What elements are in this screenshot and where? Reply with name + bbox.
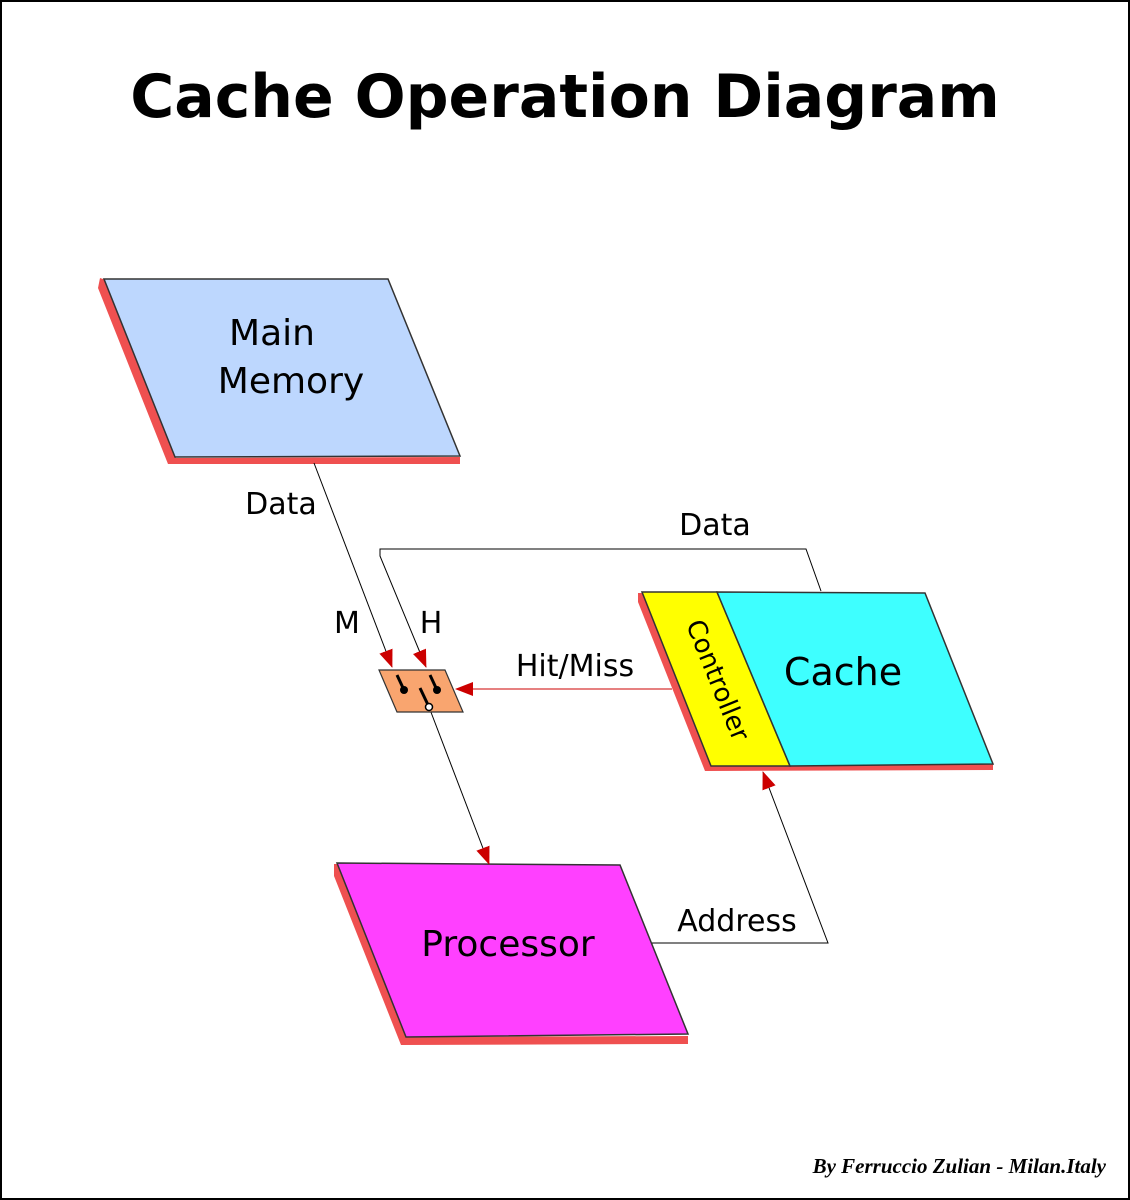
main-memory-label-line1: Main [229,313,315,354]
switch-block [378,669,464,713]
cache-face [715,591,995,767]
cache-block: Controller Cache [638,591,995,771]
switch-output-terminal [424,702,434,712]
cache-label: Cache [784,650,902,694]
main-memory-face [102,278,462,458]
processor-label: Processor [421,924,595,965]
memory-data-line [313,462,393,668]
author-credit: By Ferruccio Zulian - Milan.Italy [812,1154,1106,1178]
switch-hit-terminal [433,686,441,694]
switch-to-processor-line [428,706,490,865]
cache-data-line [379,548,822,668]
miss-input-label: M [334,606,360,641]
hit-input-label: H [420,606,443,641]
processor-block: Processor [334,862,690,1045]
address-label: Address [677,904,796,939]
main-memory-block: Main Memory [98,278,462,464]
switch-miss-terminal [400,686,408,694]
connector-labels: Data Data M H Hit/Miss Address [245,487,797,939]
diagram-title: Cache Operation Diagram [130,62,1000,132]
connectors [313,462,829,944]
cache-data-label: Data [679,508,751,543]
memory-data-label: Data [245,487,317,522]
main-memory-label-line2: Memory [218,361,364,402]
hit-miss-label: Hit/Miss [516,649,634,684]
address-line [652,771,829,944]
processor-face [335,862,690,1038]
